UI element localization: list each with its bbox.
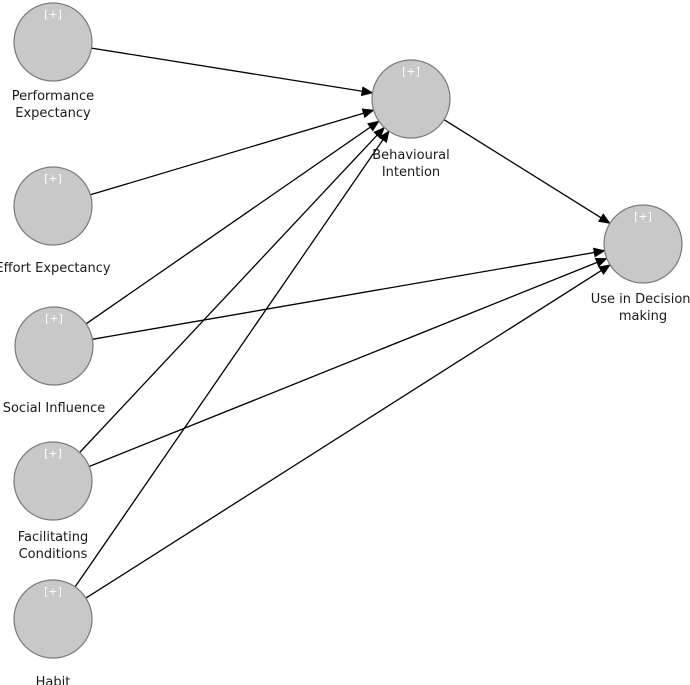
edge-si-to-bi xyxy=(85,120,380,325)
edges-layer xyxy=(74,47,611,599)
expand-toggle-si[interactable]: [+] xyxy=(45,312,63,325)
node-label-bi-line-0: Behavioural xyxy=(372,148,450,163)
node-circle-pe[interactable] xyxy=(13,2,93,82)
edge-si-to-ud xyxy=(92,247,606,340)
edge-hb-to-bi xyxy=(74,130,390,588)
node-label-fc-line-1: Conditions xyxy=(19,547,88,562)
node-circle-ee[interactable] xyxy=(13,166,93,246)
node-si[interactable]: [+] Social Influence xyxy=(3,306,106,416)
expand-toggle-fc[interactable]: [+] xyxy=(44,447,62,460)
edge-bi-to-ud xyxy=(443,119,611,224)
node-hb[interactable]: [+] Habit xyxy=(13,579,93,685)
expand-toggle-pe[interactable]: [+] xyxy=(44,8,62,21)
node-circle-hb[interactable] xyxy=(13,579,93,659)
node-label-pe-line-1: Expectancy xyxy=(15,106,91,121)
node-circle-ud[interactable] xyxy=(603,204,683,284)
node-label-si-line-0: Social Influence xyxy=(3,401,106,416)
node-circle-si[interactable] xyxy=(14,306,94,386)
node-circle-fc[interactable] xyxy=(13,441,93,521)
node-label-hb-line-0: Habit xyxy=(36,675,71,685)
node-label-bi-line-1: Intention xyxy=(382,165,440,180)
node-ee[interactable]: [+] Effort Expectancy xyxy=(0,166,111,276)
edge-fc-to-ud xyxy=(88,257,608,468)
edge-fc-to-bi xyxy=(79,126,385,453)
node-label-ee-line-0: Effort Expectancy xyxy=(0,261,111,276)
node-label-pe-line-0: Performance xyxy=(12,89,94,104)
node-label-fc-line-0: Facilitating xyxy=(18,530,89,545)
edge-ee-to-bi xyxy=(90,108,375,196)
node-ud[interactable]: [+] Use in Decision-making xyxy=(591,204,690,324)
node-circle-bi[interactable] xyxy=(371,59,451,139)
node-label-ud-line-1: making xyxy=(619,309,667,324)
expand-toggle-ee[interactable]: [+] xyxy=(44,172,62,185)
expand-toggle-bi[interactable]: [+] xyxy=(402,65,420,78)
node-label-ud-line-0: Use in Decision- xyxy=(591,292,690,307)
expand-toggle-hb[interactable]: [+] xyxy=(44,585,62,598)
edge-hb-to-ud xyxy=(85,264,611,599)
edge-pe-to-bi xyxy=(91,47,374,97)
expand-toggle-ud[interactable]: [+] xyxy=(634,210,652,223)
